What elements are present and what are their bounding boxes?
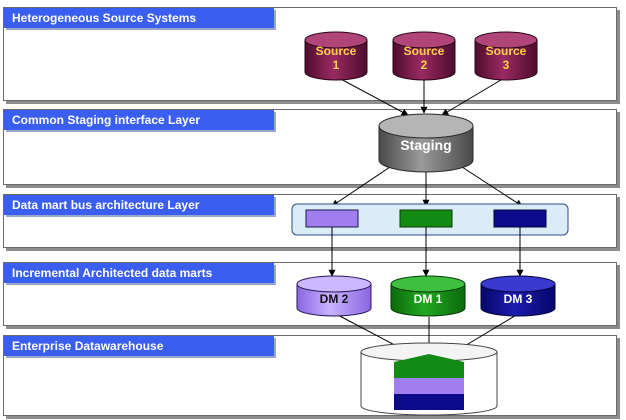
edw-band-green-cap [394,354,464,362]
dm2-label: DM 2 [320,292,349,306]
bus-panel [291,203,569,236]
bus-slot-dm3 [493,209,547,228]
data-mart-dm3: DM 3 [480,275,556,317]
enterprise-dw-db [360,342,498,416]
data-mart-dm1: DM 1 [390,275,466,317]
source-3-label-line2: 3 [503,58,510,72]
staging-label: Staging [400,137,451,153]
arrows-sources-to-staging [336,76,507,116]
dm3-label: DM 3 [504,292,533,306]
layer-title-edw: Enterprise Datawarehouse [4,336,274,356]
layer-title-marts: Incremental Architected data marts [4,263,274,283]
edw-band-purple [394,378,464,394]
bus-slot-dm1 [399,209,453,228]
arrow-staging-bus-left [331,166,391,207]
layer-staging-interface: Common Staging interface Layer [3,109,617,185]
source-3-label-line1: Source [486,44,527,58]
arrow-source3-staging [441,76,507,116]
layer-enterprise-dw: Enterprise Datawarehouse [3,335,617,416]
edw-band-navy [394,394,464,410]
layer-title-source-systems: Heterogeneous Source Systems [4,8,274,28]
data-mart-dm2: DM 2 [296,275,372,317]
layer-title-bus: Data mart bus architecture Layer [4,195,274,215]
source-1-label-line2: 1 [333,58,340,72]
source-db-3: Source 3 [474,31,538,81]
bus-slot-dm2 [305,209,359,228]
edw-band-green [394,362,464,378]
staging-db: Staging [378,113,474,173]
source-2-label-line2: 2 [421,58,428,72]
layer-title-staging: Common Staging interface Layer [4,110,274,130]
arrows-bus-to-marts [328,227,524,277]
arrow-staging-bus-right [461,166,523,207]
source-2-label-line1: Source [404,44,445,58]
dm1-label: DM 1 [414,292,443,306]
arrow-dm3-edw [457,313,519,351]
source-db-2: Source 2 [392,31,456,81]
arrow-source1-staging [336,76,409,116]
source-1-label-line1: Source [316,44,357,58]
source-db-1: Source 1 [304,31,368,81]
arrows-staging-to-bus [331,166,523,207]
